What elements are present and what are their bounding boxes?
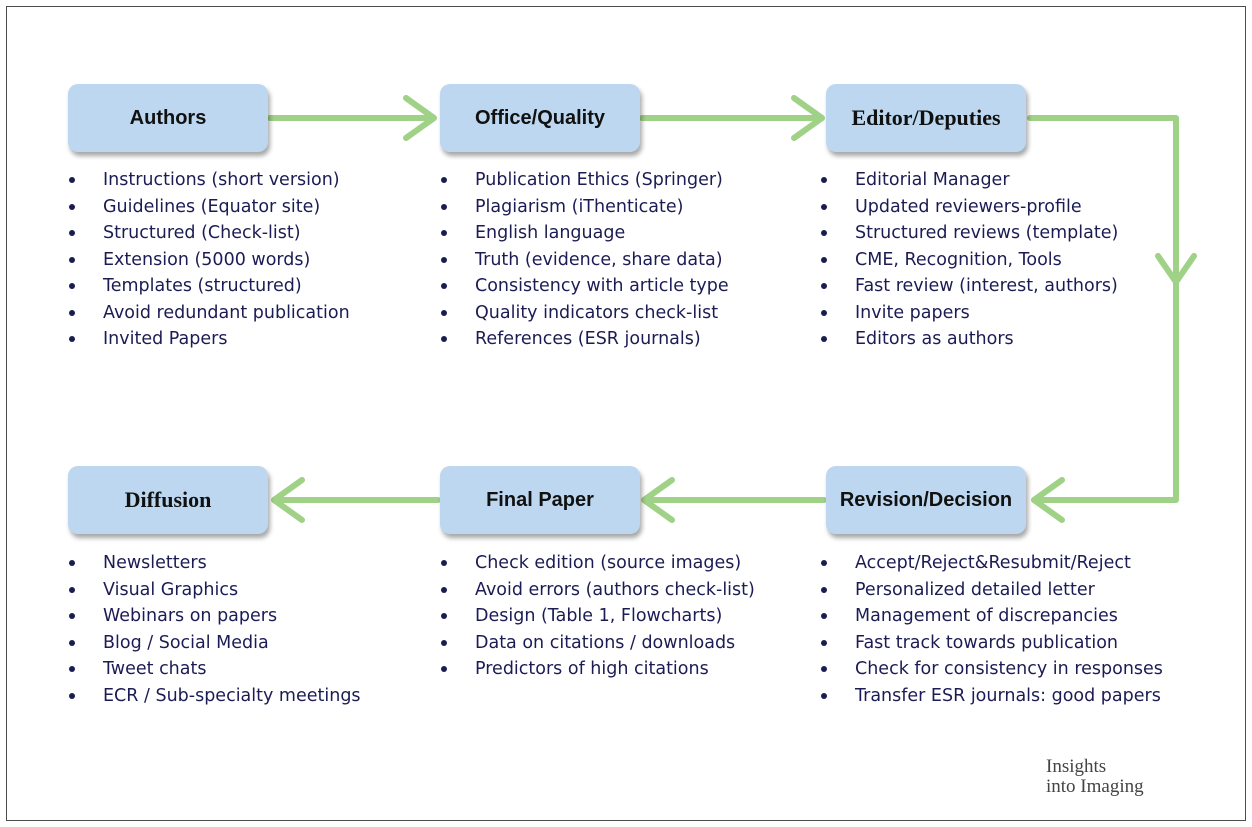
list-item: Guidelines (Equator site) [67,194,350,221]
stage-box-authors: Authors [68,84,268,152]
stage-title-authors: Authors [129,106,207,129]
list-item: Visual Graphics [67,577,361,604]
editor-deputies-list: Editorial Manager Updated reviewers-prof… [819,167,1118,353]
list-item: Predictors of high citations [439,656,755,683]
list-item: Invite papers [819,300,1118,327]
list-item: Publication Ethics (Springer) [439,167,729,194]
list-item: Truth (evidence, share data) [439,247,729,274]
list-item: ECR / Sub-specialty meetings [67,683,361,710]
logo-line-2: into Imaging [1046,776,1144,797]
list-item: Data on citations / downloads [439,630,755,657]
list-item: References (ESR journals) [439,326,729,353]
list-item: Fast review (interest, authors) [819,273,1118,300]
stage-title-final-paper: Final Paper [486,488,594,511]
list-item: Avoid errors (authors check-list) [439,577,755,604]
slide-frame [6,6,1246,821]
stage-box-editor-deputies: Editor/Deputies [826,84,1026,152]
list-item: Tweet chats [67,656,361,683]
authors-list: Instructions (short version) Guidelines … [67,167,350,353]
list-item: Webinars on papers [67,603,361,630]
arrow-office-to-editor [639,95,825,141]
list-item: English language [439,220,729,247]
diffusion-list: Newsletters Visual Graphics Webinars on … [67,550,361,709]
arrow-editor-to-revision [1027,115,1197,523]
office-quality-list: Publication Ethics (Springer) Plagiarism… [439,167,729,353]
journal-logo: Insights into Imaging [1046,757,1144,797]
list-item: Blog / Social Media [67,630,361,657]
list-item: Check for consistency in responses [819,656,1163,683]
logo-line-1: Insights [1046,756,1107,777]
list-item: Avoid redundant publication [67,300,350,327]
list-item: Invited Papers [67,326,350,353]
list-item: Management of discrepancies [819,603,1163,630]
list-item: Editors as authors [819,326,1118,353]
list-item: Fast track towards publication [819,630,1163,657]
list-item: Plagiarism (iThenticate) [439,194,729,221]
arrow-revision-to-final [641,477,827,523]
stage-title-editor-deputies: Editor/Deputies [851,105,1001,130]
list-item: Consistency with article type [439,273,729,300]
list-item: Structured (Check-list) [67,220,350,247]
list-item: Design (Table 1, Flowcharts) [439,603,755,630]
list-item: Templates (structured) [67,273,350,300]
stage-box-final-paper: Final Paper [440,466,640,534]
list-item: Extension (5000 words) [67,247,350,274]
list-item: Updated reviewers-profile [819,194,1118,221]
list-item: Quality indicators check-list [439,300,729,327]
list-item: Editorial Manager [819,167,1118,194]
stage-box-office-quality: Office/Quality [440,84,640,152]
revision-decision-list: Accept/Reject&Resubmit/Reject Personaliz… [819,550,1163,709]
list-item: Instructions (short version) [67,167,350,194]
list-item: Transfer ESR journals: good papers [819,683,1163,710]
list-item: Accept/Reject&Resubmit/Reject [819,550,1163,577]
stage-box-revision-decision: Revision/Decision [826,466,1026,534]
stage-title-diffusion: Diffusion [124,487,212,512]
stage-title-revision-decision: Revision/Decision [839,488,1013,511]
final-paper-list: Check edition (source images) Avoid erro… [439,550,755,683]
list-item: Personalized detailed letter [819,577,1163,604]
list-item: CME, Recognition, Tools [819,247,1118,274]
list-item: Structured reviews (template) [819,220,1118,247]
stage-box-diffusion: Diffusion [68,466,268,534]
stage-title-office-quality: Office/Quality [474,106,606,129]
arrow-authors-to-office [267,95,437,141]
list-item: Newsletters [67,550,361,577]
list-item: Check edition (source images) [439,550,755,577]
arrow-final-to-diffusion [271,477,441,523]
